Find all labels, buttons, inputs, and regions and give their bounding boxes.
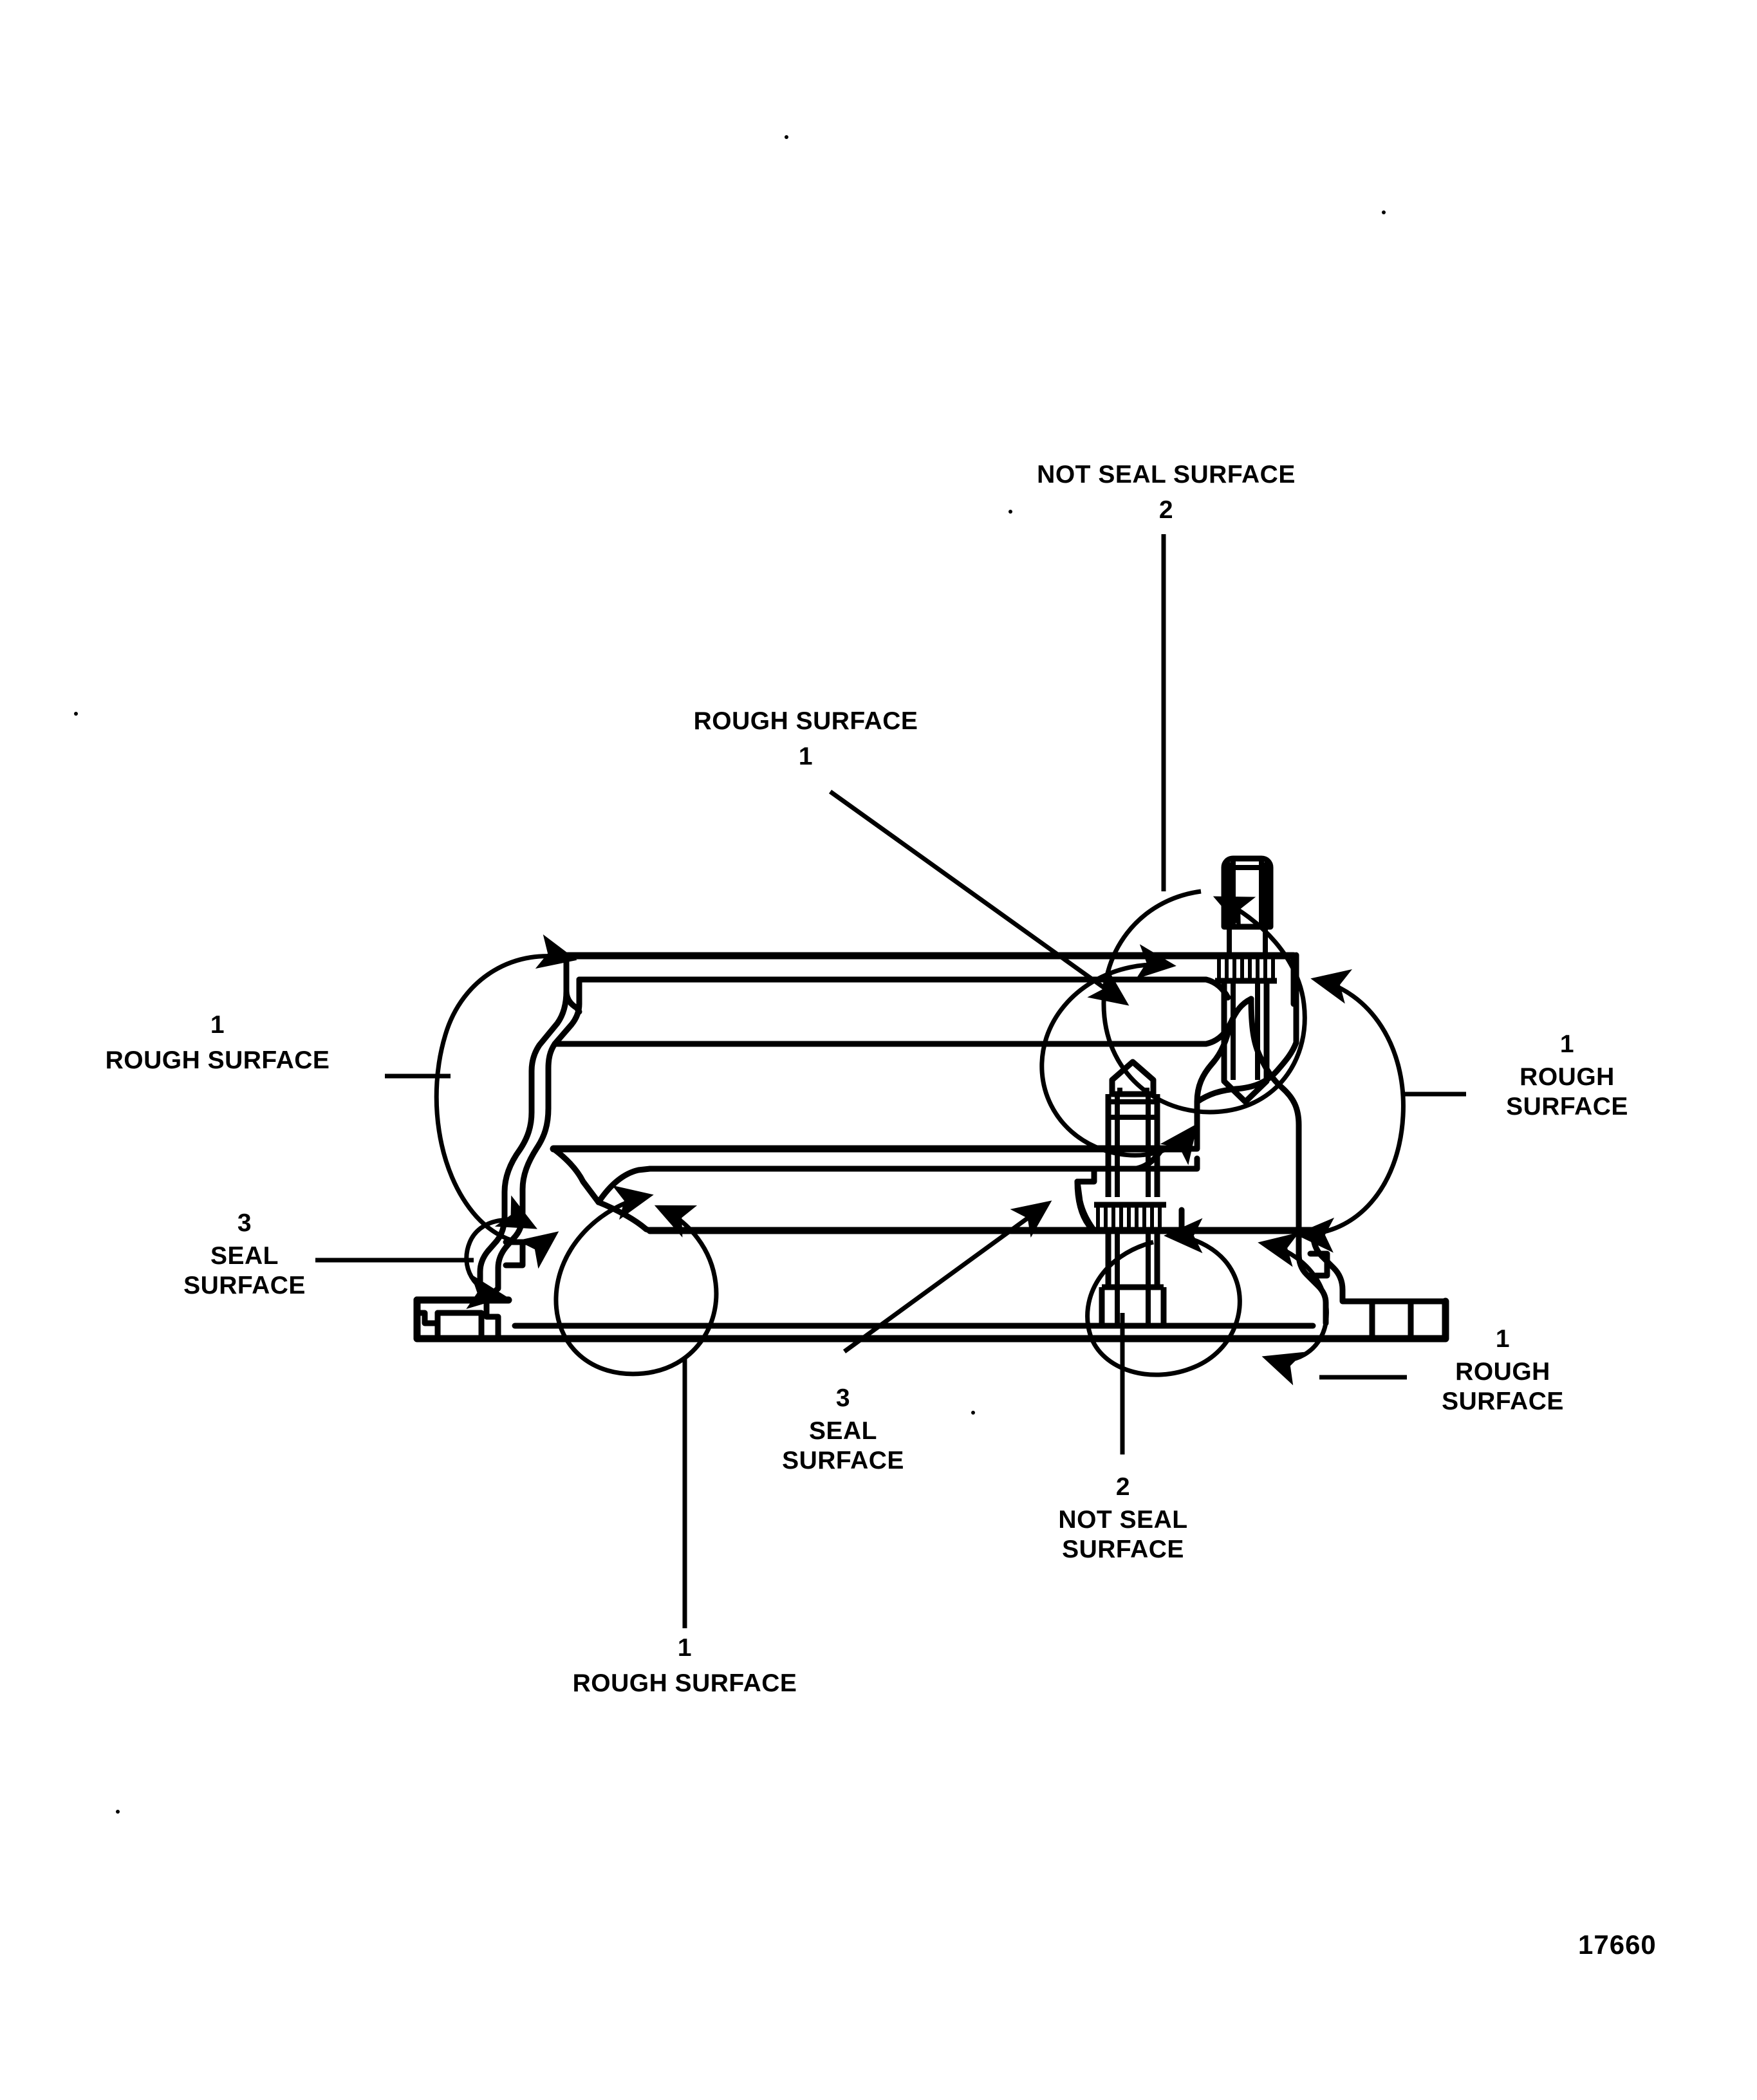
callout-label-line-2: SURFACE [183, 1272, 306, 1299]
callout-key-number: 1 [1559, 1030, 1575, 1058]
callout-label-line-2: SURFACE [1442, 1388, 1564, 1415]
callout-key-number: 3 [835, 1384, 851, 1412]
callout-label-text: NOT SEAL SURFACE [1037, 461, 1296, 488]
callout-label-line-1: ROUGH [1455, 1358, 1550, 1386]
callout-label-line-1: SEAL [210, 1242, 279, 1270]
callout-top-not-seal-surface: NOT SEAL SURFACE 2 [999, 460, 1334, 525]
callout-center-rough-surface: ROUGH SURFACE 1 [651, 707, 960, 772]
callout-label-line-1: NOT SEAL [1058, 1506, 1188, 1534]
callout-key-number: 1 [798, 743, 813, 770]
callout-key-number: 1 [677, 1634, 693, 1662]
callout-label-line-1: SEAL [808, 1417, 877, 1445]
callout-right-rough-surface: 1 ROUGH SURFACE [1474, 1030, 1660, 1122]
callout-bottom-not-seal-surface: 2 NOT SEAL SURFACE [1030, 1473, 1216, 1565]
lower-stud-bolt [1094, 1059, 1167, 1329]
part-cross-section [413, 952, 1449, 1343]
callout-key-number: 1 [210, 1011, 225, 1039]
callout-left-seal-surface: 3 SEAL SURFACE [171, 1209, 319, 1301]
callout-key-number: 2 [1158, 496, 1174, 524]
callout-right-lower-rough-surface: 1 ROUGH SURFACE [1406, 1324, 1599, 1417]
leader-center-seal [842, 1200, 1052, 1353]
callout-left-rough-surface: 1 ROUGH SURFACE [57, 1010, 378, 1075]
scan-register-dots [74, 135, 1386, 1814]
callout-bottom-rough-surface: 1 ROUGH SURFACE [530, 1633, 839, 1698]
callout-key-number: 3 [237, 1209, 252, 1237]
upper-stud-bolt [1215, 855, 1277, 1105]
callout-label-line-2: SURFACE [782, 1447, 904, 1474]
callout-center-seal-surface: 3 SEAL SURFACE [769, 1384, 917, 1476]
callout-label-text: ROUGH SURFACE [105, 1046, 330, 1074]
callout-label-text: ROUGH SURFACE [572, 1669, 797, 1697]
leader-center-rough [828, 790, 1130, 1006]
callout-label-line-2: SURFACE [1506, 1093, 1628, 1120]
leader-lines [315, 534, 1466, 1628]
callout-label-line-1: ROUGH [1520, 1063, 1615, 1091]
callout-label-line-2: SURFACE [1062, 1536, 1184, 1563]
callout-key-number: 2 [1115, 1473, 1131, 1501]
callout-key-number: 1 [1495, 1325, 1511, 1353]
callout-label-text: ROUGH SURFACE [693, 707, 918, 735]
drawing-number: 17660 [1578, 1929, 1657, 1960]
callout-balloons [434, 889, 1406, 1386]
